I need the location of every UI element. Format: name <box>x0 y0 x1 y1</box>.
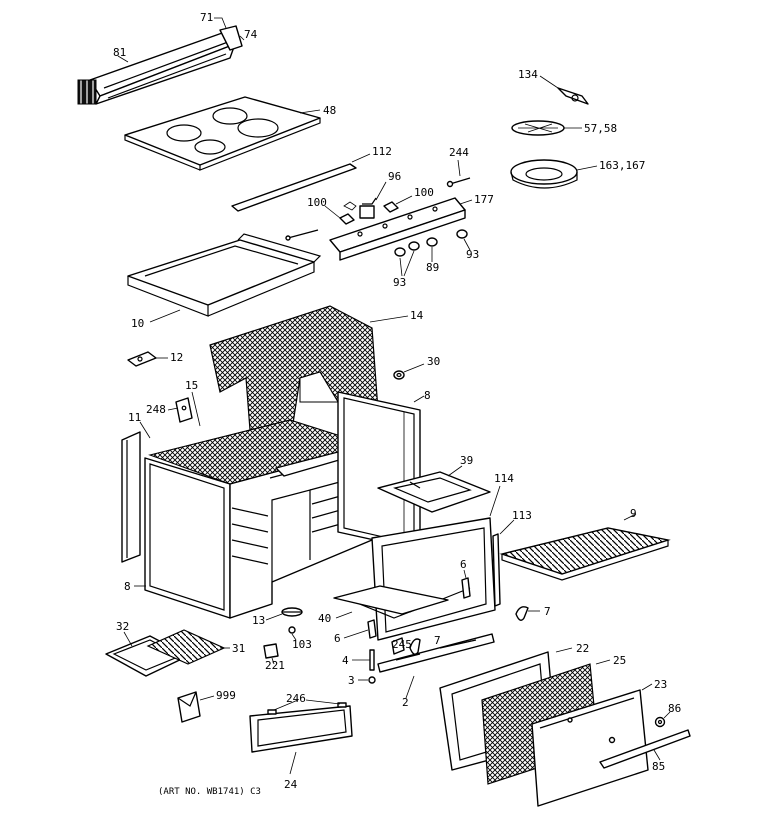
callout-31: 31 <box>232 642 245 655</box>
callout-114: 114 <box>494 472 514 485</box>
callout-244: 244 <box>449 146 469 159</box>
screw-244 <box>446 177 471 188</box>
callout-11: 11 <box>128 411 141 424</box>
callout-40: 40 <box>318 612 331 625</box>
rail-113 <box>492 533 501 607</box>
part-57-58 <box>511 120 565 136</box>
callout-8-left: 8 <box>124 580 131 593</box>
callout-22: 22 <box>576 642 589 655</box>
grommet-30 <box>393 370 405 380</box>
main-top-10 <box>127 233 322 317</box>
callout-245: 245 <box>392 638 412 651</box>
callout-248: 248 <box>146 403 166 416</box>
callout-100-right: 100 <box>414 186 434 199</box>
callout-6-lower: 6 <box>334 632 341 645</box>
side-panel-11 <box>121 431 141 563</box>
literature-999 <box>177 691 201 723</box>
callout-71: 71 <box>200 11 213 24</box>
callout-134: 134 <box>518 68 538 81</box>
drawer-track-2 <box>377 633 495 673</box>
callout-57-58: 57,58 <box>584 122 617 135</box>
callout-7-upper: 7 <box>544 605 551 618</box>
callout-74: 74 <box>244 28 258 41</box>
bracket-12 <box>127 351 157 367</box>
infinite-switch-100 <box>339 201 399 225</box>
callout-9: 9 <box>630 507 637 520</box>
oven-rack-9 <box>499 527 671 581</box>
callout-4: 4 <box>342 654 349 667</box>
spring-7-lower <box>409 638 421 655</box>
callout-85: 85 <box>652 760 665 773</box>
callout-89: 89 <box>426 261 439 274</box>
trim-strip-112 <box>231 163 357 212</box>
callout-221: 221 <box>265 659 285 672</box>
callout-93-right: 93 <box>466 248 479 261</box>
callout-6-upper: 6 <box>460 558 467 571</box>
knob-89 <box>426 237 438 247</box>
callout-24: 24 <box>284 778 298 791</box>
callout-10: 10 <box>131 317 144 330</box>
callout-14: 14 <box>410 309 424 322</box>
hinge-6-lower <box>367 619 377 639</box>
callout-39: 39 <box>460 454 473 467</box>
screw-3 <box>368 676 376 684</box>
callout-32: 32 <box>116 620 129 633</box>
cooktop-48 <box>124 96 321 171</box>
bracket-245 <box>391 637 405 655</box>
part-221 <box>263 643 279 659</box>
callout-103: 103 <box>292 638 312 651</box>
knob-93 <box>394 229 468 257</box>
callout-7-lower: 7 <box>434 634 441 647</box>
callout-12: 12 <box>170 351 183 364</box>
spacer-4 <box>369 649 375 671</box>
art-number-caption: (ART NO. WB1741) C3 <box>158 787 261 797</box>
callout-999: 999 <box>216 689 236 702</box>
side-panel-8 <box>337 391 421 551</box>
callout-246: 246 <box>286 692 306 705</box>
drawer-24 <box>249 702 353 753</box>
clip-103 <box>288 626 296 634</box>
callout-93-left: 93 <box>393 276 406 289</box>
door-outer-23 <box>531 689 649 807</box>
callout-3: 3 <box>348 674 355 687</box>
callout-30: 30 <box>427 355 440 368</box>
sensor-13 <box>281 607 303 617</box>
control-panel-177 <box>329 197 466 261</box>
callout-81: 81 <box>113 46 126 59</box>
callout-23: 23 <box>654 678 667 691</box>
callout-48: 48 <box>323 104 336 117</box>
part-134 <box>557 87 589 105</box>
insulation-14 <box>209 305 379 431</box>
backsplash-81 <box>77 25 243 105</box>
callout-163-167: 163,167 <box>599 159 645 172</box>
handle-screw-86 <box>654 716 666 728</box>
callout-113: 113 <box>512 509 532 522</box>
switch-96 <box>359 197 377 219</box>
handle-85 <box>599 729 691 769</box>
callout-112: 112 <box>372 145 392 158</box>
callout-100-left: 100 <box>307 196 327 209</box>
callout-8-right: 8 <box>424 389 431 402</box>
callout-96: 96 <box>388 170 401 183</box>
oven-body <box>144 419 374 619</box>
spring-7-upper <box>515 606 529 621</box>
callout-2: 2 <box>402 696 409 709</box>
callout-86: 86 <box>668 702 681 715</box>
latch-248 <box>175 397 193 423</box>
baffle-40 <box>333 585 449 615</box>
drip-pan-163-167 <box>510 159 578 189</box>
hinge-6-upper <box>461 577 471 599</box>
callout-25: 25 <box>613 654 626 667</box>
element-39 <box>377 471 491 513</box>
callout-177: 177 <box>474 193 494 206</box>
callout-13: 13 <box>252 614 265 627</box>
callout-15: 15 <box>185 379 198 392</box>
